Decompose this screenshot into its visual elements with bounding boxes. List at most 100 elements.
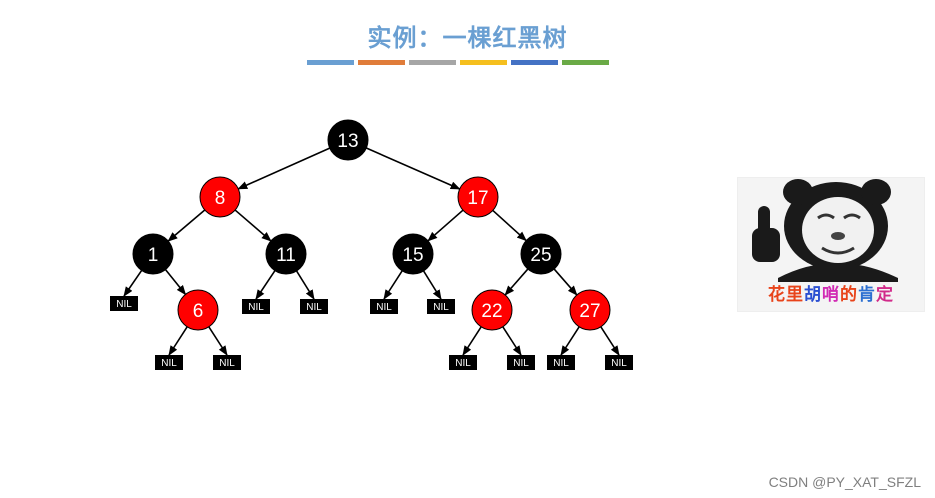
nil-leaf-box (449, 355, 477, 370)
tree-edge (167, 209, 206, 242)
tree-edge-nil (600, 326, 620, 356)
tree-node-key: 25 (530, 245, 551, 266)
tree-edge (504, 268, 529, 296)
panda-thumbs-up-icon (752, 179, 898, 282)
nil-leaf-label: NIL (553, 358, 569, 369)
tree-node-circle (392, 233, 434, 275)
title-bar-3 (460, 60, 507, 65)
nil-leaf-box (155, 355, 183, 370)
tree-node-13: 13 (327, 119, 369, 161)
tree-node-key: 27 (579, 301, 600, 322)
nil-leaf-label: NIL (455, 358, 471, 369)
footer-watermark: CSDN @PY_XAT_SFZL (768, 474, 921, 490)
title-bar-0 (307, 60, 354, 65)
title-color-bars (307, 60, 609, 65)
nil-leaf-box (213, 355, 241, 370)
tree-node-key: 17 (467, 188, 488, 209)
tree-edge (553, 268, 578, 296)
nil-leaf: NIL (110, 296, 138, 311)
tree-edge-nil (295, 270, 315, 300)
nil-leaf: NIL (547, 355, 575, 370)
tree-node-key: 8 (215, 188, 226, 209)
tree-node-6: 6 (177, 289, 219, 331)
tree-node-circle (569, 289, 611, 331)
tree-node-17: 17 (457, 176, 499, 218)
tree-node-8: 8 (199, 176, 241, 218)
tree-node-circle (265, 233, 307, 275)
caption-char: 花 (768, 285, 786, 305)
tree-edge-nil (383, 270, 403, 300)
tree-node-key: 1 (148, 245, 159, 266)
nil-leaf-label: NIL (611, 358, 627, 369)
panda-meme: 花里胡哨的肯定 (737, 177, 925, 312)
tree-edge-nil (123, 270, 143, 297)
tree-edge-nil (462, 326, 482, 356)
tree-edge-nil (255, 270, 276, 300)
nil-leaf-box (300, 299, 328, 314)
nil-leaf-label: NIL (248, 302, 264, 313)
tree-node-circle (327, 119, 369, 161)
tree-node-22: 22 (471, 289, 513, 331)
tree-edge-nil (208, 326, 228, 356)
tree-edge-nil (168, 326, 188, 356)
tree-node-circle (132, 233, 174, 275)
tree-node-key: 15 (402, 245, 423, 266)
tree-node-circle (199, 176, 241, 218)
nil-leaf: NIL (155, 355, 183, 370)
meme-caption: 花里胡哨的肯定 (738, 280, 924, 305)
tree-edge-nil (560, 326, 580, 356)
tree-node-circle (177, 289, 219, 331)
nil-leaf: NIL (427, 299, 455, 314)
tree-node-key: 22 (481, 301, 502, 322)
tree-edge (427, 209, 464, 242)
nil-leaf: NIL (605, 355, 633, 370)
tree-edge (237, 147, 331, 190)
tree-node-27: 27 (569, 289, 611, 331)
nil-leaf-label: NIL (116, 299, 132, 310)
nil-leaf: NIL (300, 299, 328, 314)
tree-node-key: 11 (276, 245, 296, 266)
caption-char: 的 (840, 285, 858, 305)
tree-node-1: 1 (132, 233, 174, 275)
tree-node-circle (457, 176, 499, 218)
tree-edge (234, 209, 272, 242)
caption-char: 哨 (822, 285, 840, 305)
caption-char: 肯 (858, 285, 876, 305)
nil-leaf: NIL (213, 355, 241, 370)
caption-char: 里 (786, 285, 804, 305)
tree-node-key: 13 (337, 131, 358, 152)
nil-leaf-label: NIL (161, 358, 177, 369)
nil-leaf-label: NIL (376, 302, 392, 313)
nil-leaf-box (605, 355, 633, 370)
tree-node-key: 6 (193, 301, 204, 322)
title-bar-2 (409, 60, 456, 65)
nil-leaf-box (427, 299, 455, 314)
tree-node-circle (520, 233, 562, 275)
tree-edge (365, 147, 461, 190)
nil-leaf-label: NIL (219, 358, 235, 369)
title-bar-1 (358, 60, 405, 65)
nil-leaf-label: NIL (306, 302, 322, 313)
caption-char: 定 (876, 285, 894, 305)
nil-leaf-label: NIL (513, 358, 529, 369)
tree-edge-nil (502, 326, 522, 356)
nil-leaf: NIL (449, 355, 477, 370)
page-title: 实例：一棵红黑树 (367, 24, 568, 52)
nil-leaf: NIL (242, 299, 270, 314)
nil-leaf-label: NIL (433, 302, 449, 313)
title-bar-5 (562, 60, 609, 65)
tree-edge (492, 209, 527, 242)
tree-node-circle (471, 289, 513, 331)
tree-node-15: 15 (392, 233, 434, 275)
nil-leaf-box (110, 296, 138, 311)
nil-leaf-box (242, 299, 270, 314)
nil-leaf: NIL (370, 299, 398, 314)
nil-leaf-box (547, 355, 575, 370)
tree-node-25: 25 (520, 233, 562, 275)
title-bar-4 (511, 60, 558, 65)
nil-leaf-box (370, 299, 398, 314)
tree-edge (164, 269, 187, 296)
caption-char: 胡 (804, 285, 822, 305)
tree-edge-nil (422, 270, 442, 300)
